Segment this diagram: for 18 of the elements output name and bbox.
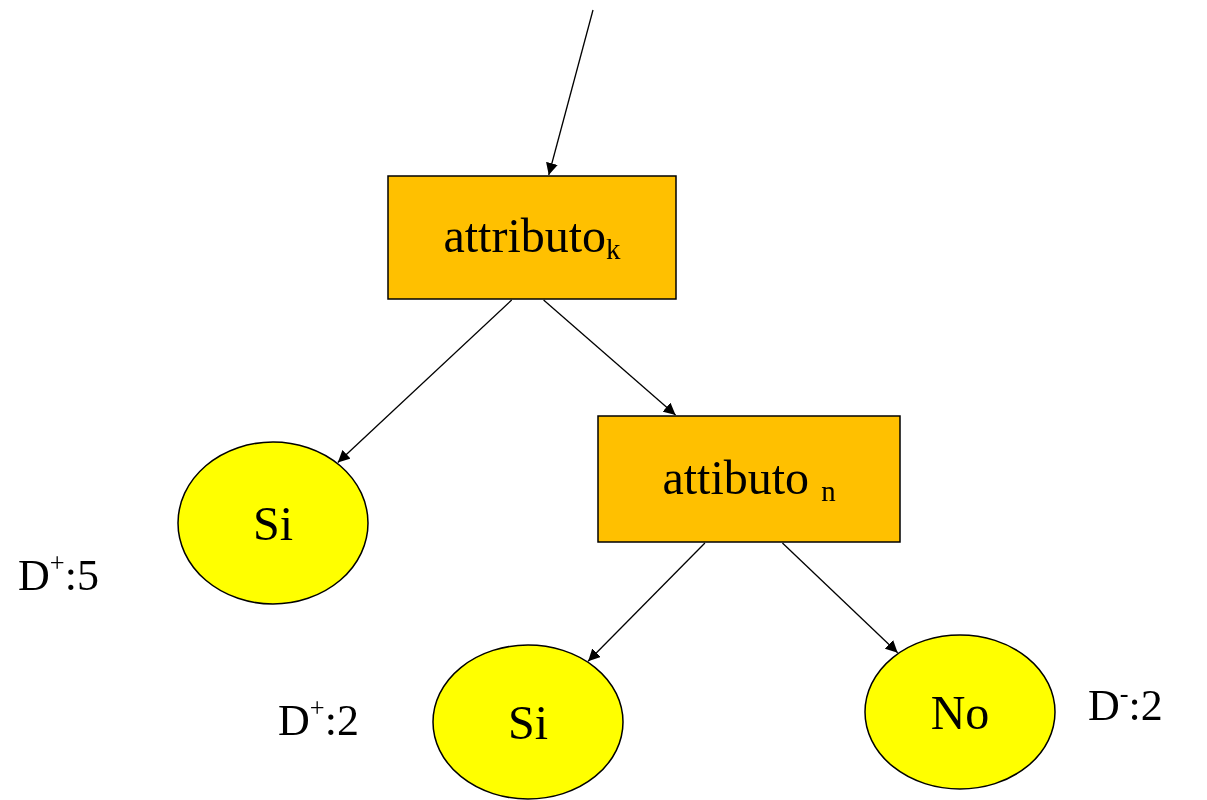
attribute-box bbox=[597, 415, 901, 543]
arrow bbox=[546, 9, 594, 176]
class-count-label: D$^{-}$:2 bbox=[1088, 680, 1163, 731]
class-count-label: D$^{+}$:2 bbox=[278, 695, 359, 746]
leaf-ellipse bbox=[432, 644, 624, 800]
arrow bbox=[337, 299, 513, 464]
attribute-label: attributo$_{k}$ bbox=[443, 208, 621, 267]
leaf-ellipse bbox=[864, 634, 1056, 790]
attribute-box bbox=[387, 175, 677, 300]
arrow bbox=[542, 299, 677, 416]
leaf-label: Si bbox=[253, 495, 293, 551]
leaf-ellipse bbox=[177, 441, 369, 605]
attribute-label: attibuto $_{n}$ bbox=[662, 449, 836, 509]
leaf-label: Si bbox=[508, 694, 548, 750]
class-count-label: D$^{+}$:5 bbox=[18, 550, 99, 601]
arrow bbox=[587, 542, 706, 662]
arrow bbox=[781, 542, 899, 654]
leaf-label: No bbox=[930, 684, 990, 740]
